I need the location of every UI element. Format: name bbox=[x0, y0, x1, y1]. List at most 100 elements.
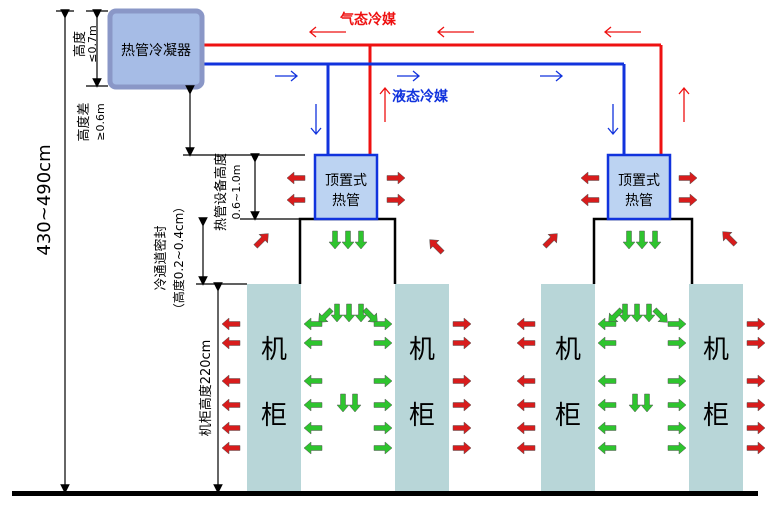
cabinets bbox=[247, 284, 743, 491]
cold-air-arrow bbox=[597, 441, 617, 455]
hot-air-arrow bbox=[746, 317, 766, 331]
hot-air-arrow bbox=[516, 317, 536, 331]
cold-air-arrow bbox=[373, 421, 393, 435]
condenser-height-label: 高度 bbox=[72, 31, 88, 57]
hot-air-arrow bbox=[516, 336, 536, 350]
liquid-flow-arrows bbox=[275, 70, 619, 136]
cold-air-arrow bbox=[342, 303, 356, 323]
height-diff-value: ≥0.6m bbox=[94, 103, 107, 140]
cold-aisle-seal-left bbox=[298, 217, 397, 284]
heat-pipe-right-line1: 顶置式 bbox=[618, 173, 660, 189]
top-heat-pipe-unit-right bbox=[606, 153, 672, 221]
cold-air-arrow bbox=[597, 317, 617, 331]
cold-air-arrow bbox=[618, 303, 632, 323]
hot-air-arrow bbox=[221, 317, 241, 331]
svg-text:柜: 柜 bbox=[261, 401, 287, 431]
svg-text:机: 机 bbox=[261, 335, 287, 365]
cold-air-arrow bbox=[303, 317, 323, 331]
heat-pipe-condenser bbox=[107, 8, 205, 90]
cold-air-arrow bbox=[630, 303, 644, 323]
cold-air-arrow bbox=[354, 230, 368, 250]
hot-air-arrow bbox=[516, 374, 536, 388]
cold-air-arrow bbox=[667, 336, 687, 350]
liquid-pipe-network bbox=[198, 62, 626, 158]
cabinet-1 bbox=[247, 284, 301, 491]
cold-air-arrow bbox=[373, 398, 393, 412]
hot-air-arrow bbox=[580, 171, 600, 185]
svg-text:机: 机 bbox=[703, 335, 729, 365]
hot-air-arrow bbox=[452, 374, 472, 388]
cold-air-arrow bbox=[348, 393, 362, 413]
cold-air-arrow bbox=[341, 230, 355, 250]
cabinet-2 bbox=[395, 284, 449, 491]
hot-air-arrow bbox=[580, 193, 600, 207]
cold-aisle-seal-label: 冷通道密封 bbox=[153, 225, 169, 290]
cold-air-arrow bbox=[303, 374, 323, 388]
dimension-lines bbox=[56, 9, 305, 494]
cold-air-arrow bbox=[303, 441, 323, 455]
equipment-height-label: 热管设备高度 bbox=[213, 153, 229, 231]
hot-air-arrow bbox=[452, 441, 472, 455]
cold-air-arrow bbox=[667, 398, 687, 412]
hot-air-arrow bbox=[452, 317, 472, 331]
hot-air-arrow bbox=[286, 193, 306, 207]
cold-air-arrow bbox=[597, 374, 617, 388]
hot-air-arrow bbox=[678, 193, 698, 207]
cold-air-arrow bbox=[336, 393, 350, 413]
cold-air-arrow bbox=[667, 374, 687, 388]
cold-air-arrow bbox=[642, 303, 656, 323]
svg-text:柜: 柜 bbox=[555, 401, 581, 431]
svg-text:机: 机 bbox=[555, 335, 581, 365]
svg-text:机: 机 bbox=[409, 335, 435, 365]
hot-air-arrow bbox=[452, 398, 472, 412]
cold-air-arrow bbox=[373, 374, 393, 388]
hot-air-arrow bbox=[221, 421, 241, 435]
hot-air-arrow bbox=[221, 441, 241, 455]
cold-air-arrow bbox=[362, 307, 378, 323]
hot-air-arrow bbox=[386, 171, 406, 185]
gas-flow-arrows bbox=[308, 26, 690, 122]
total-height-label: 430~490cm bbox=[34, 144, 55, 255]
cold-air-arrow bbox=[652, 307, 668, 323]
cold-air-arrow bbox=[648, 230, 662, 250]
hot-air-arrow bbox=[516, 421, 536, 435]
cold-aisle-seal-right bbox=[592, 217, 694, 284]
height-diff-label: 高度差 bbox=[76, 102, 92, 141]
cold-air-arrow bbox=[318, 307, 334, 323]
svg-text:柜: 柜 bbox=[409, 401, 435, 431]
cold-air-arrow bbox=[597, 421, 617, 435]
heat-pipe-left-line1: 顶置式 bbox=[325, 173, 367, 189]
heat-pipe-left-line2: 热管 bbox=[332, 193, 360, 209]
cabinet-4 bbox=[689, 284, 743, 491]
cabinet-3 bbox=[541, 284, 595, 491]
condenser-height-limit: ≤0.7m bbox=[86, 25, 99, 62]
cold-air-arrow bbox=[622, 230, 636, 250]
cold-air-arrow bbox=[328, 230, 342, 250]
hot-air-arrow bbox=[386, 193, 406, 207]
condenser-label: 热管冷凝器 bbox=[121, 43, 191, 59]
hot-air-arrow bbox=[722, 231, 738, 247]
cold-air-arrow bbox=[597, 336, 617, 350]
cold-air-arrow bbox=[354, 303, 368, 323]
cold-air-arrow bbox=[330, 303, 344, 323]
liquid-refrigerant-label: 液态冷媒 bbox=[392, 88, 449, 105]
cold-air-arrow bbox=[303, 421, 323, 435]
airflow-arrows bbox=[221, 171, 766, 455]
cold-air-arrow bbox=[640, 393, 654, 413]
cold-aisle-seal-value: （高度0.2~0.4cm） bbox=[171, 201, 186, 316]
hot-air-arrow bbox=[746, 336, 766, 350]
cold-air-arrow bbox=[608, 307, 624, 323]
hot-air-arrow bbox=[253, 233, 269, 249]
hot-air-arrow bbox=[221, 336, 241, 350]
cold-air-arrow bbox=[667, 441, 687, 455]
floor-line bbox=[12, 491, 758, 496]
cold-air-arrow bbox=[373, 441, 393, 455]
cold-air-arrow bbox=[597, 398, 617, 412]
hot-air-arrow bbox=[746, 421, 766, 435]
hot-air-arrow bbox=[221, 374, 241, 388]
cabinet-height-label: 机柜高度220cm bbox=[198, 340, 214, 437]
gas-refrigerant-label: 气态冷媒 bbox=[339, 11, 397, 28]
equipment-height-value: 0.6~1.0m bbox=[230, 165, 243, 220]
hot-air-arrow bbox=[286, 171, 306, 185]
